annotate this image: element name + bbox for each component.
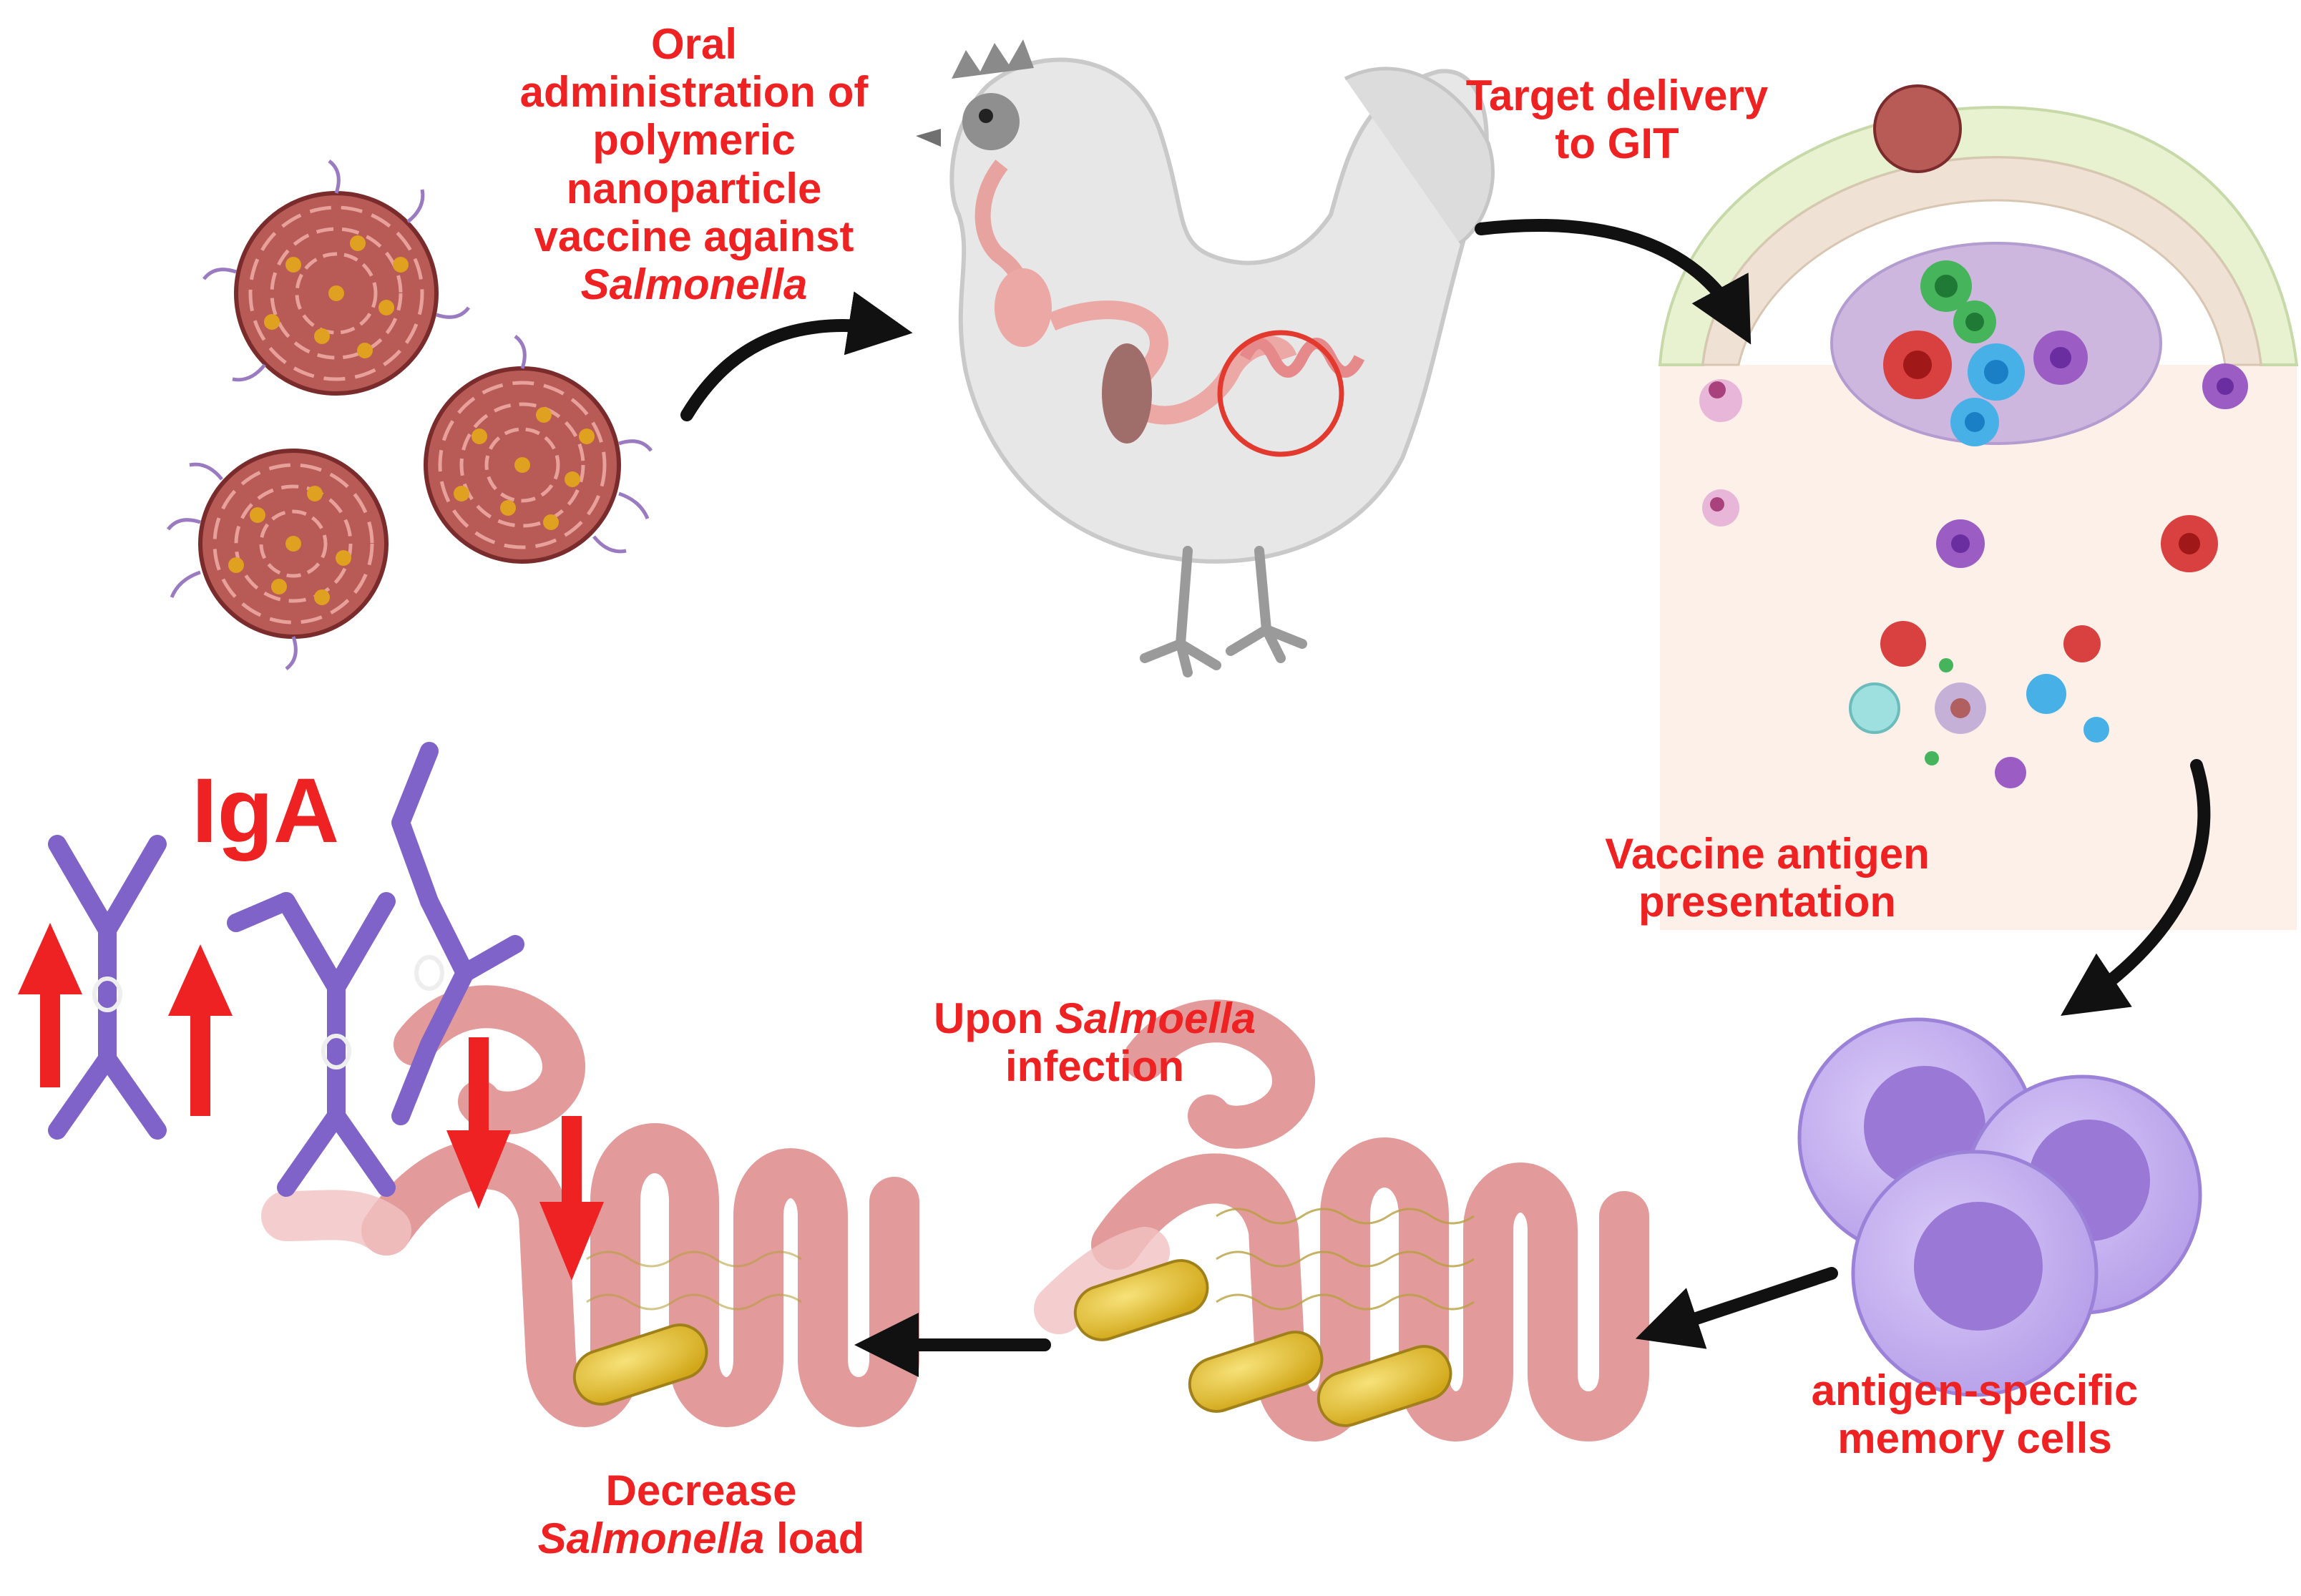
label-upon-infection: Upon Salmoella infection	[880, 994, 1309, 1090]
salmonella-icon	[1073, 1259, 1452, 1427]
intestine-icon	[261, 985, 919, 1427]
salmonella-icon	[572, 1323, 708, 1406]
label-italic: Salmoella	[1055, 994, 1256, 1042]
label-text: Upon	[933, 994, 1055, 1042]
label-vaccine-antigen: Vaccine antigen presentation	[1538, 830, 1996, 926]
nanoparticle-icon	[167, 160, 653, 670]
label-line: presentation	[1638, 878, 1897, 926]
label-line: Target delivery	[1465, 72, 1769, 119]
iga-antibody-icon	[48, 742, 524, 1197]
label-italic: Salmonella	[537, 1514, 765, 1563]
label-line: to GIT	[1555, 119, 1679, 168]
label-line: vaccine against	[534, 212, 854, 260]
label-target-delivery: Target delivery to GIT	[1402, 72, 1832, 167]
label-text: load	[764, 1514, 865, 1563]
flow-arrow	[680, 219, 2211, 1377]
label-iga: IgA	[192, 760, 340, 862]
label-line: administration of	[519, 68, 869, 117]
label-oral-administration: Oral administration of polymeric nanopar…	[494, 20, 894, 308]
label-line: Upon Salmoella	[880, 994, 1309, 1042]
label-decrease-load: Decrease Salmonella load	[501, 1467, 902, 1562]
intestine-villus-icon	[1658, 84, 2299, 930]
label-line: polymeric	[592, 116, 796, 165]
label-line: nanoparticle	[566, 164, 822, 212]
label-line: memory cells	[1837, 1414, 2112, 1463]
intestine-icon	[1034, 999, 1649, 1441]
label-line: antigen-specific	[1811, 1366, 2139, 1414]
down-arrow-icon	[446, 1037, 604, 1281]
chicken-icon	[916, 39, 1495, 677]
up-arrow-icon	[18, 923, 233, 1116]
label-line: Salmonella load	[501, 1514, 902, 1562]
label-line: Vaccine antigen	[1605, 830, 1930, 878]
label-line: Salmonella	[580, 260, 808, 308]
label-line: Decrease	[605, 1467, 797, 1514]
label-memory-cells: antigen-specific memory cells	[1753, 1366, 2197, 1462]
iga-antibody-icon	[92, 955, 444, 1069]
label-line: infection	[1005, 1042, 1184, 1091]
label-line: Oral	[650, 20, 738, 68]
memory-cell-icon	[1797, 1017, 2202, 1397]
